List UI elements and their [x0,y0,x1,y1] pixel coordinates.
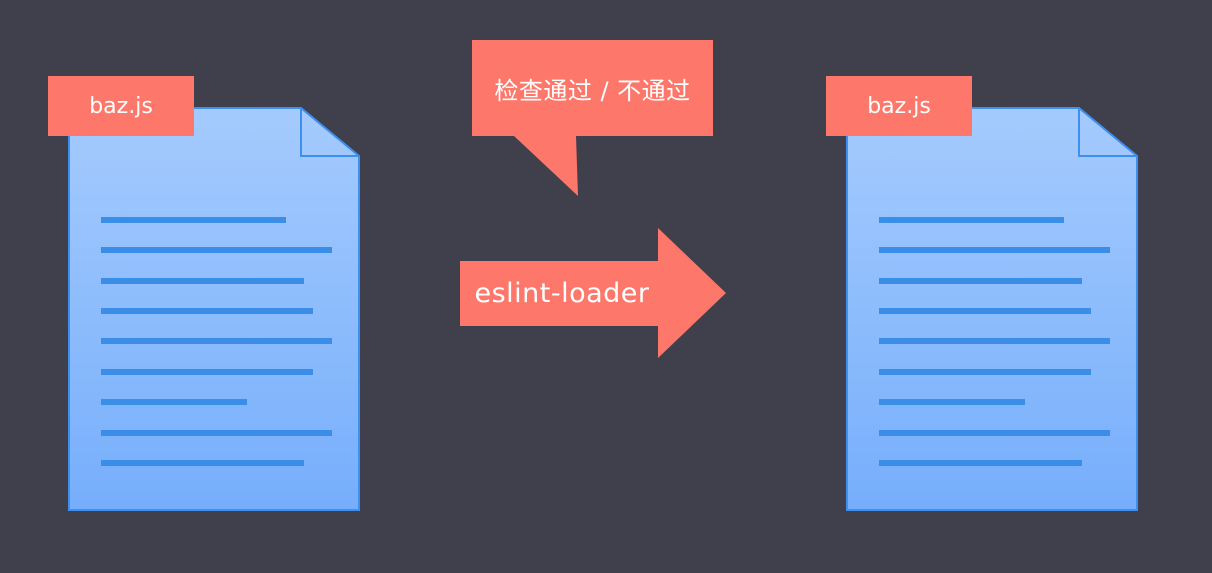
document-text-lines [101,217,332,466]
input-document-icon [68,107,360,511]
input-file-tag: baz.js [48,76,194,136]
output-document-icon [846,107,1138,511]
output-file-tag: baz.js [826,76,972,136]
loader-label: eslint-loader [474,278,650,309]
document-fold [300,108,359,157]
lint-result-callout: 检查通过 / 不通过 [494,76,691,105]
speech-bubble-icon [472,40,713,196]
arrow-right-icon [460,228,726,358]
document-fold [1078,108,1137,157]
document-text-lines [879,217,1110,466]
